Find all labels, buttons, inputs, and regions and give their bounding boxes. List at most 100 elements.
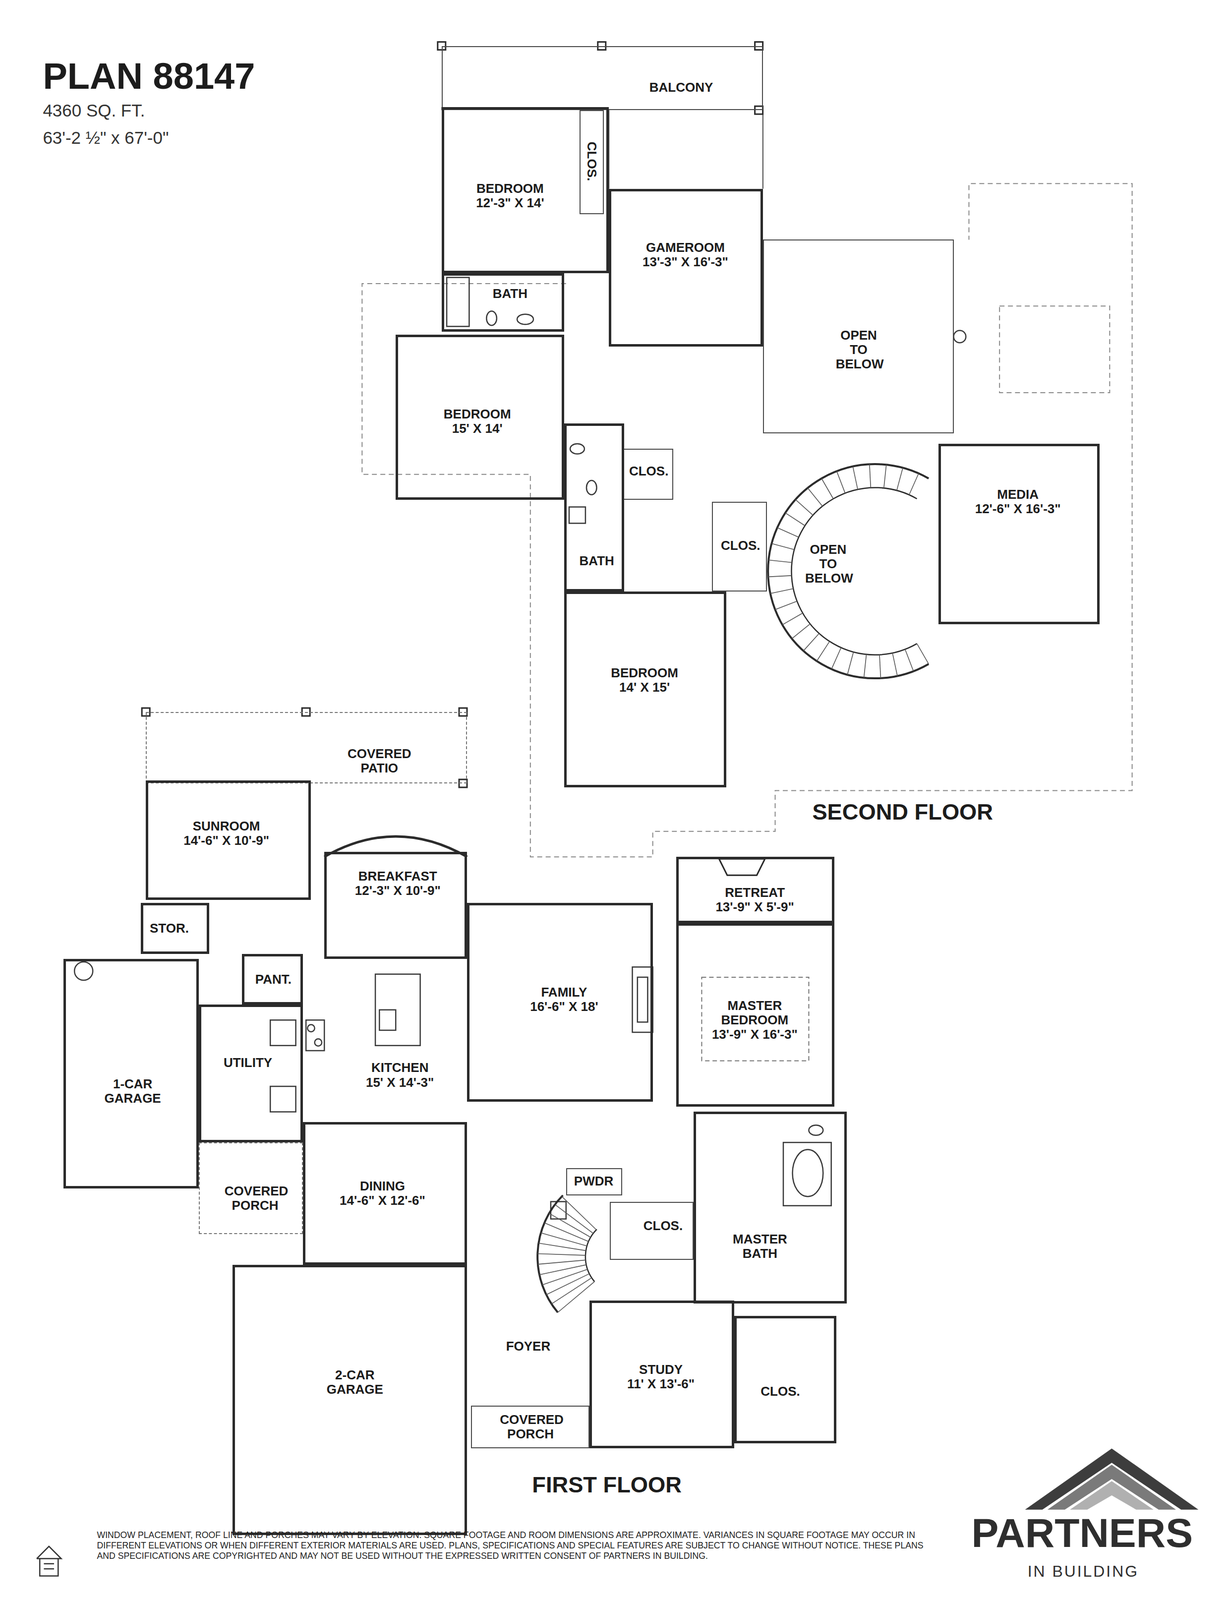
balcony-rail: [762, 110, 764, 189]
room: UTILITY: [198, 1004, 303, 1143]
fixture: [270, 1086, 296, 1112]
roof-line: [361, 183, 1132, 857]
room: STOR.: [140, 902, 210, 954]
overall-dimension: 63'-2 ½" x 67'-0": [42, 129, 169, 147]
room-dimension: 14' X 15': [610, 680, 679, 695]
stair-tread: [782, 612, 803, 625]
room-name: BEDROOM: [610, 665, 679, 681]
room-label: GAMEROOM13'-3" X 16'-3": [642, 240, 729, 270]
room-label: COVERED PORCH: [224, 1183, 286, 1213]
room: GAMEROOM13'-3" X 16'-3": [608, 188, 763, 348]
room: MASTER BEDROOM13'-9" X 16'-3": [676, 923, 835, 1107]
room-name: 2-CAR GARAGE: [321, 1367, 389, 1397]
room: BATH: [564, 423, 625, 592]
fixture: [569, 506, 586, 524]
fireplace: [718, 858, 765, 876]
stair-tread: [791, 623, 811, 639]
room-name: BREAKFAST: [354, 869, 441, 884]
room-name: FAMILY: [529, 985, 598, 1000]
fireplace: [718, 858, 765, 876]
room-name: KITCHEN: [365, 1060, 434, 1075]
room: PANT.: [241, 953, 303, 1005]
room-label: OPEN TO BELOW: [835, 328, 882, 372]
room-name: BEDROOM: [443, 407, 512, 422]
room-label: RETREAT13'-9" X 5'-9": [715, 885, 794, 915]
stair-tread: [917, 643, 930, 664]
room-dimension: 13'-3" X 16'-3": [642, 254, 729, 270]
room-label: CLOS.: [643, 1218, 683, 1233]
stair-tread: [905, 649, 914, 672]
room-label: FAMILY16'-6" X 18': [529, 985, 598, 1014]
fixtures: [270, 277, 832, 1220]
logo-wordmark: PARTNERS: [971, 1512, 1193, 1554]
fixture: [486, 310, 497, 326]
fixture: [953, 330, 967, 344]
stair-tread: [896, 467, 903, 491]
room-dimension: 14'-6" X 12'-6": [339, 1193, 426, 1208]
stair-tread: [767, 575, 792, 577]
room-name: BATH: [579, 553, 615, 569]
stair-tread: [775, 601, 798, 610]
stair-tread: [869, 464, 871, 488]
room-name: COVERED PORCH: [224, 1183, 286, 1213]
room-label: STOR.: [149, 921, 189, 936]
room: COVERED PORCH: [470, 1405, 590, 1449]
stair-tread: [540, 1232, 587, 1246]
room: BALCONY: [441, 46, 763, 111]
stair-tread: [768, 560, 792, 563]
fixture: [792, 1149, 824, 1197]
room-name: CLOS.: [629, 464, 669, 479]
stair-tread: [537, 1259, 586, 1264]
room: CLOS.: [711, 501, 767, 592]
room-label: MEDIA12'-6" X 16'-3": [975, 487, 1061, 517]
room-label: MASTER BATH: [729, 1231, 791, 1261]
room-label: BREAKFAST12'-3" X 10'-9": [354, 869, 441, 898]
room: 2-CAR GARAGE: [232, 1264, 468, 1535]
room-name: MASTER BATH: [729, 1231, 791, 1261]
room: OPEN TO BELOW: [766, 530, 888, 669]
room-label: BALCONY: [649, 80, 714, 95]
floor-label: SECOND FLOOR: [812, 800, 994, 823]
room-label: CLOS.: [760, 1384, 800, 1399]
fixture: [632, 966, 653, 1033]
room: FOYER: [467, 1264, 590, 1408]
round-fixtures: [74, 310, 966, 1197]
column: [755, 106, 763, 115]
logo-mark: [1025, 1448, 1199, 1510]
stair-edge: [767, 464, 929, 679]
room-label: 2-CAR GARAGE: [321, 1367, 389, 1397]
room-label: COVERED PATIO: [343, 746, 415, 776]
logo-subtitle: IN BUILDING: [1027, 1563, 1139, 1580]
room: CLOS.: [609, 1201, 694, 1260]
room: CLOS.: [579, 110, 604, 215]
room-label: STUDY11' X 13'-6": [627, 1362, 695, 1392]
room: RETREAT13'-9" X 5'-9": [676, 856, 835, 924]
room-dimension: 15' X 14'-3": [365, 1075, 434, 1090]
fixture: [74, 961, 93, 981]
fixture: [570, 443, 585, 455]
fixture: [270, 1019, 296, 1046]
room-label: BEDROOM15' X 14': [443, 407, 512, 436]
room-label: OPEN TO BELOW: [805, 542, 852, 586]
stair-tread: [770, 588, 794, 594]
housing-icon-line: [39, 1558, 59, 1577]
room-name: CLOS.: [584, 141, 599, 181]
room-name: OPEN TO BELOW: [805, 542, 852, 586]
room-name: CLOS.: [760, 1384, 800, 1399]
equal-housing-icon: [36, 1546, 61, 1577]
room-name: BEDROOM: [475, 181, 544, 196]
room: BATH: [441, 273, 565, 332]
lower-stair: [537, 1195, 597, 1313]
room-name: CLOS.: [643, 1218, 683, 1233]
stair-tread: [879, 654, 881, 679]
housing-icon-line: [36, 1546, 61, 1559]
room-label: UTILITY: [223, 1055, 273, 1070]
room-label: BATH: [492, 286, 528, 301]
room-label: 1-CAR GARAGE: [102, 1076, 164, 1106]
area-note: 4360 SQ. FT.: [42, 102, 145, 120]
room-name: RETREAT: [715, 885, 794, 900]
fixture: [637, 977, 648, 1023]
plan-title: PLAN 88147: [42, 58, 255, 95]
room: BEDROOM15' X 14': [395, 334, 564, 500]
